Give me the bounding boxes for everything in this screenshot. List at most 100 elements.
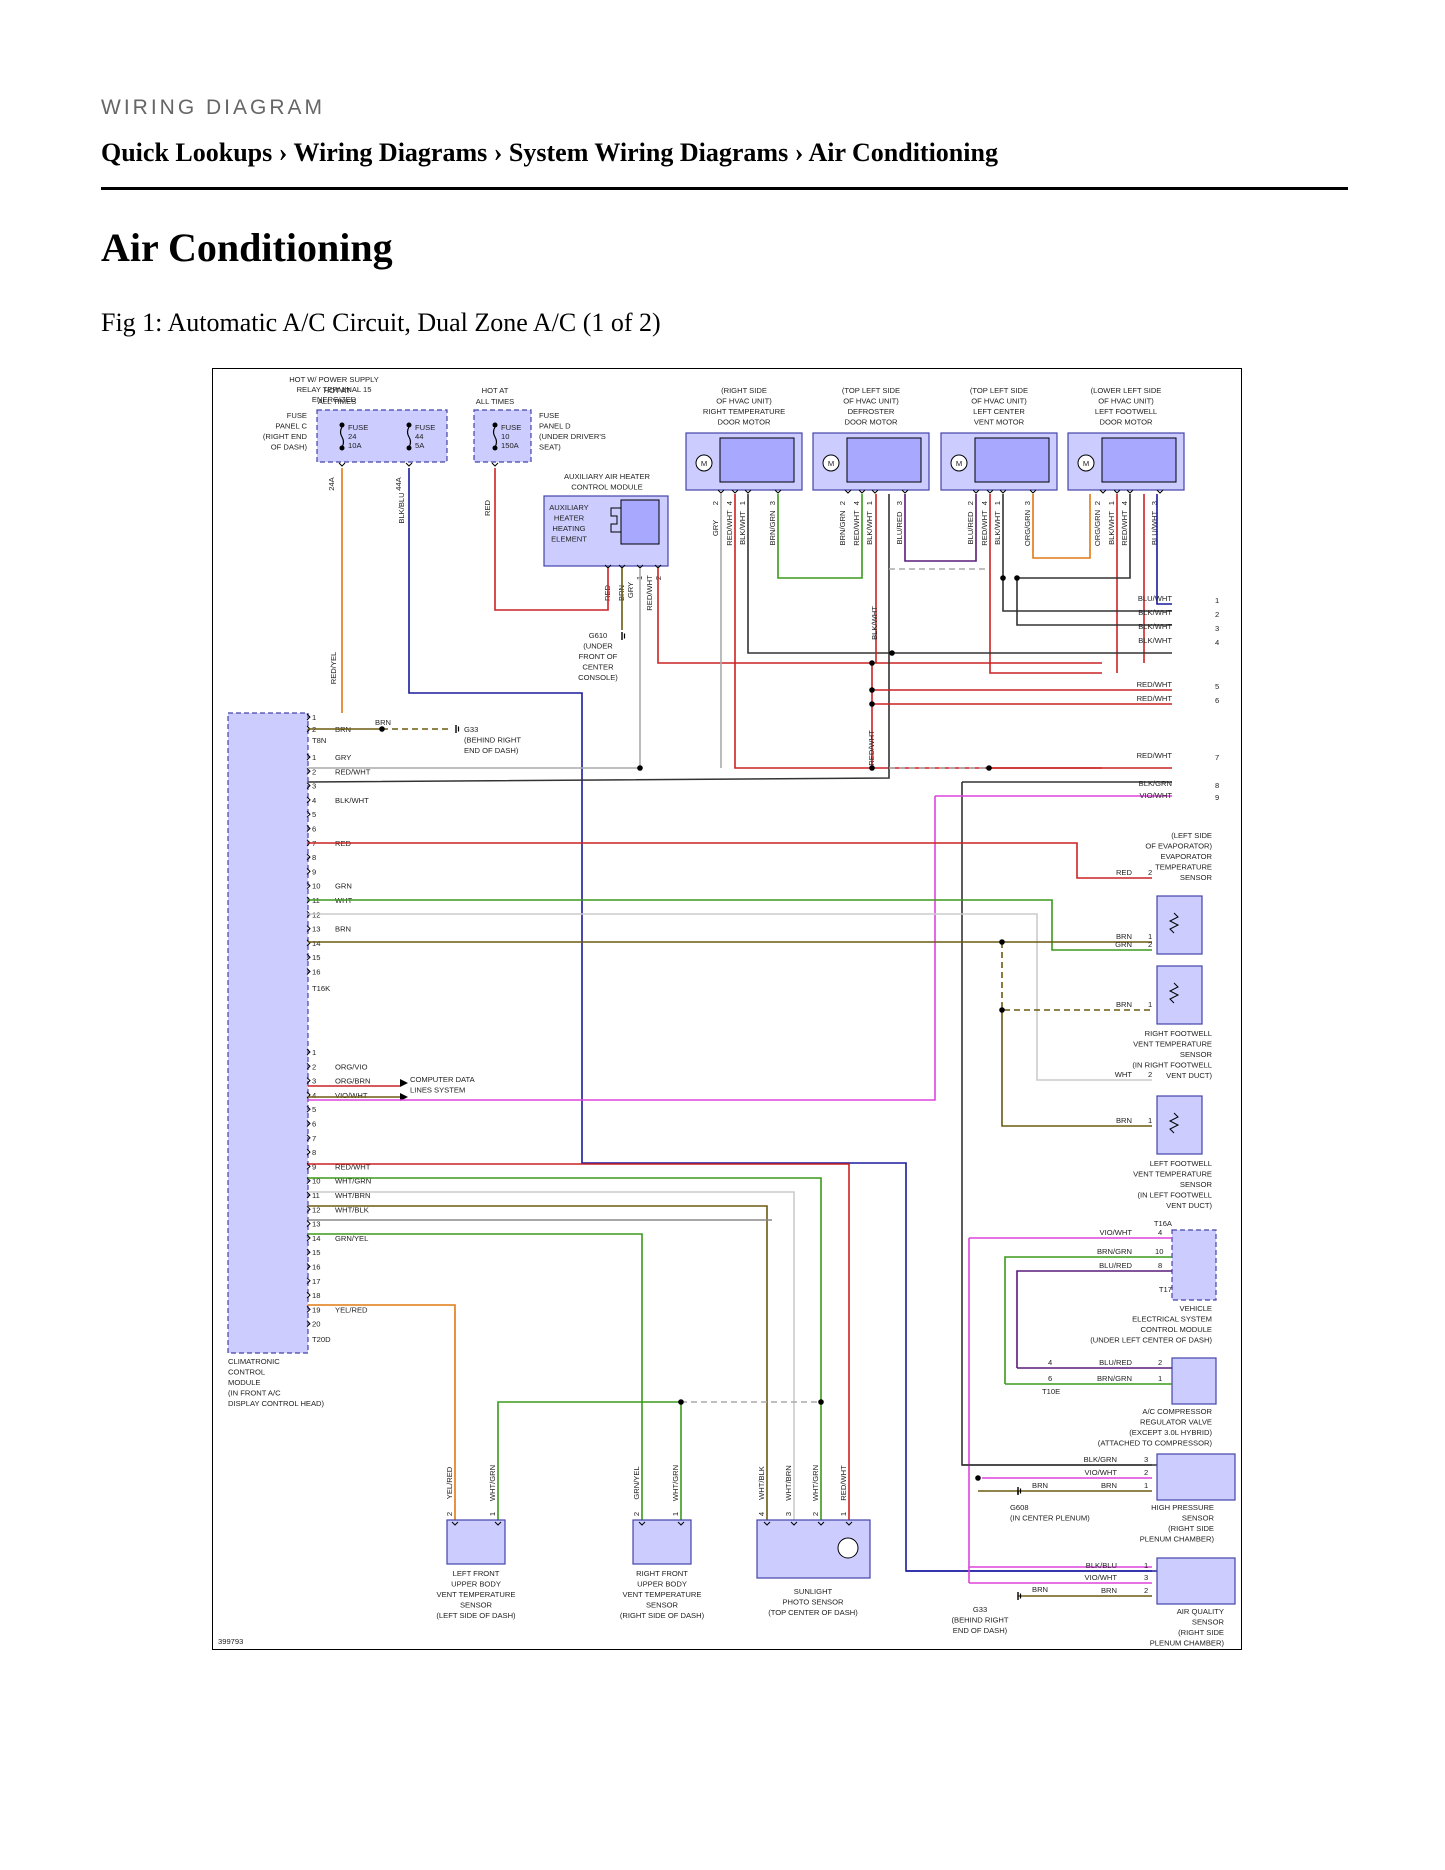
breadcrumb-quick-lookups[interactable]: Quick Lookups bbox=[101, 138, 273, 167]
wire-org-grn bbox=[1032, 494, 1091, 559]
connector-pin bbox=[494, 1521, 502, 1526]
pin-number: 4 bbox=[1120, 501, 1129, 505]
left-footwell-sensor-label: SENSOR bbox=[1180, 1180, 1213, 1189]
left-footwell-sensor-label: VENT TEMPERATURE bbox=[1133, 1170, 1212, 1179]
wire-grn-yel bbox=[308, 1233, 643, 1525]
connector-pin bbox=[774, 489, 782, 494]
wire-label: BLK/WHT bbox=[335, 796, 369, 805]
lf-upper-sensor-label: (LEFT SIDE OF DASH) bbox=[436, 1611, 516, 1620]
wire-label: BLK/WHT bbox=[1138, 636, 1172, 645]
wire-label: GRN bbox=[335, 882, 352, 891]
page-title: Air Conditioning bbox=[101, 225, 393, 270]
connector-pin bbox=[744, 489, 752, 494]
connector-t20d-label: T20D bbox=[312, 1335, 331, 1344]
g33-bottom-label: G33 bbox=[973, 1605, 987, 1614]
connector-pin bbox=[306, 939, 311, 947]
wire-label: BLK/WHT bbox=[993, 511, 1002, 545]
breadcrumb-separator: › bbox=[794, 138, 804, 167]
connector-pin bbox=[858, 489, 866, 494]
fuse-panel-d-label: PANEL D bbox=[539, 422, 571, 431]
wire-label: WHT/BRN bbox=[335, 1191, 370, 1200]
g610-label: G610 bbox=[589, 631, 608, 640]
splice-dot bbox=[869, 687, 875, 693]
wire-label: ORG/BRN bbox=[335, 1077, 370, 1086]
connector-pin bbox=[338, 462, 346, 467]
wire-label: WHT/GRN bbox=[671, 1465, 680, 1501]
breadcrumb-wiring-diagrams[interactable]: Wiring Diagrams bbox=[293, 138, 488, 167]
wire-label: RED/WHT bbox=[839, 1465, 848, 1501]
wire-label: BLK/WHT bbox=[738, 511, 747, 545]
thermistor-symbol bbox=[1168, 912, 1180, 934]
fuse-panel-d bbox=[473, 409, 532, 463]
climatronic-label: MODULE bbox=[228, 1378, 261, 1387]
connector-pin bbox=[306, 753, 311, 761]
wire-label: BLK/WHT bbox=[1138, 608, 1172, 617]
connector-pin-number: 2 bbox=[1144, 1468, 1148, 1477]
connector-pin-number: 2 bbox=[1148, 868, 1152, 877]
wire-label: WHT bbox=[1115, 1070, 1133, 1079]
wire-label: RED/WHT bbox=[852, 510, 861, 546]
pin-number: 4 bbox=[757, 1512, 766, 1516]
wire-label: BLK/GRN bbox=[1139, 779, 1172, 788]
motor-label: DOOR MOTOR bbox=[1099, 418, 1153, 427]
connector-pin-number: 1 bbox=[1144, 1481, 1148, 1490]
wire-brn bbox=[1001, 942, 1152, 1011]
wire-label: RED/WHT bbox=[1137, 680, 1173, 689]
fuse-label: FUSE bbox=[501, 423, 521, 432]
connector-pin-number: 7 bbox=[312, 1134, 316, 1143]
connector-t17-label: T17 bbox=[1159, 1285, 1172, 1294]
motor-label: OF HVAC UNIT) bbox=[843, 397, 899, 406]
g608-label: (IN CENTER PLENUM) bbox=[1010, 1514, 1090, 1523]
connector-pin bbox=[1156, 489, 1164, 494]
g610-label: CENTER bbox=[582, 663, 614, 672]
breadcrumb-system-wiring-diagrams[interactable]: System Wiring Diagrams bbox=[508, 138, 789, 167]
high-pressure-sensor-label: PLENUM CHAMBER) bbox=[1140, 1535, 1215, 1544]
air-quality-sensor bbox=[1156, 1557, 1236, 1605]
connector-pin bbox=[1099, 489, 1107, 494]
pin-number: 1 bbox=[1107, 501, 1116, 505]
connector-pin bbox=[491, 462, 499, 467]
wire-label: WHT/BRN bbox=[784, 1465, 793, 1500]
connector-pin bbox=[844, 489, 852, 494]
wire-label: GRY bbox=[711, 520, 720, 536]
aux-heater-element-label: AUXILIARY bbox=[549, 503, 589, 512]
g33-bottom-label: (BEHIND RIGHT bbox=[952, 1616, 1009, 1625]
connector-pin-number: 1 bbox=[1148, 932, 1152, 941]
connector-pin bbox=[306, 825, 311, 832]
splice-dot bbox=[889, 650, 895, 656]
pin-number: 2 bbox=[811, 1512, 820, 1516]
right-footwell-sensor-label: VENT TEMPERATURE bbox=[1133, 1040, 1212, 1049]
wire-blu-red bbox=[1016, 1270, 1172, 1368]
fuse-panel-c-label: FUSE bbox=[287, 411, 307, 420]
splice-dot bbox=[986, 765, 992, 771]
wire-label: ORG/GRN bbox=[1023, 510, 1032, 546]
fuse-terminal bbox=[406, 445, 412, 451]
wire-red-wht bbox=[657, 568, 1102, 664]
splice-dot bbox=[1014, 575, 1020, 581]
arrow-icon bbox=[400, 1079, 408, 1087]
connector-pin bbox=[306, 1248, 311, 1256]
breadcrumb: Quick Lookups › Wiring Diagrams › System… bbox=[101, 138, 998, 168]
motor-symbol-label: M bbox=[956, 459, 962, 468]
pin-number: 2 bbox=[632, 1512, 641, 1516]
connector-pin bbox=[306, 1191, 311, 1199]
fuse-terminal bbox=[339, 422, 345, 428]
connector-pin-number: 6 bbox=[1215, 696, 1219, 705]
wire-label: BLU/RED bbox=[966, 511, 975, 544]
wire-label: RED bbox=[1116, 868, 1133, 877]
wire-label: RED/YEL bbox=[329, 652, 338, 685]
connector-t16k-label: T16K bbox=[312, 984, 330, 993]
wire-label: RED/WHT bbox=[645, 575, 654, 611]
connector-pin-number: 10 bbox=[1155, 1247, 1163, 1256]
wire-label: BRN bbox=[1116, 1000, 1132, 1009]
motor-body bbox=[719, 437, 795, 483]
lf-upper-sensor-label: VENT TEMPERATURE bbox=[437, 1590, 516, 1599]
connector-pin-number: 17 bbox=[312, 1277, 320, 1286]
connector-pin-number: 6 bbox=[312, 1120, 316, 1129]
connector-pin bbox=[845, 1521, 853, 1526]
connector-pin-number: 10 bbox=[312, 882, 320, 891]
rf-upper-sensor-label: RIGHT FRONT bbox=[636, 1569, 688, 1578]
connector-pin-number: 1 bbox=[1158, 1374, 1162, 1383]
hot-relay-label: ENERGIZED bbox=[312, 395, 357, 404]
air-quality-sensor-label: (RIGHT SIDE bbox=[1178, 1628, 1224, 1637]
